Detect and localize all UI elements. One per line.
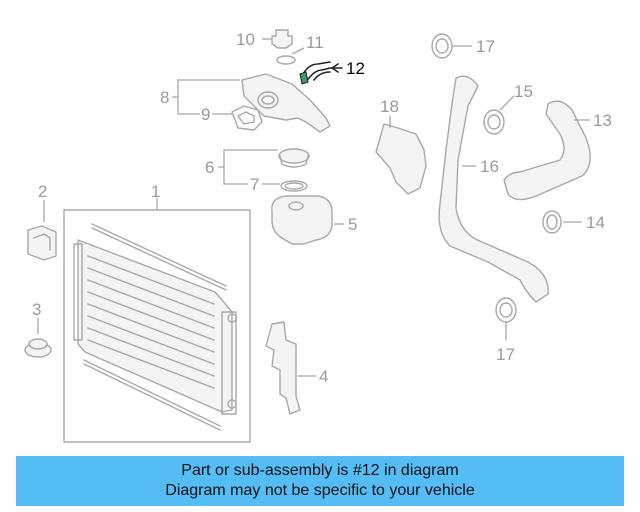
- shield-part-18: [375, 116, 427, 195]
- callout-10: 10: [236, 30, 255, 49]
- thermostat-housing-part-8: [241, 73, 331, 133]
- hose-part-13: [503, 100, 591, 201]
- callout-1: 1: [151, 182, 160, 201]
- hose-part-16: [438, 75, 549, 303]
- banner-line-disclaimer: Diagram may not be specific to your vehi…: [165, 482, 475, 499]
- callout-9: 9: [201, 105, 210, 124]
- parts-diagram: 1 2 3 4 5 6 7 8 9 10 11 12 13 14 15 16 1…: [24, 29, 612, 443]
- radiator-part: [63, 198, 251, 443]
- clamp-part-17-bottom: [495, 297, 517, 340]
- callout-17-top: 17: [476, 37, 495, 56]
- callout-6: 6: [205, 158, 214, 177]
- callout-13: 13: [593, 111, 612, 130]
- o-ring-part-11: [276, 47, 305, 65]
- gasket-part-9: [231, 105, 263, 131]
- callout-18: 18: [380, 97, 399, 116]
- callout-7: 7: [250, 175, 259, 194]
- clamp-part-14: [542, 210, 582, 234]
- cap-part-6: [278, 148, 310, 168]
- callout-17-bottom: 17: [496, 345, 515, 364]
- bracket-part-4: [265, 321, 316, 415]
- info-banner: Part or sub-assembly is #12 in diagram D…: [16, 456, 624, 506]
- callout-8: 8: [160, 88, 169, 107]
- coolant-pipe-part-12: [299, 61, 343, 85]
- callout-4: 4: [319, 367, 328, 386]
- sensor-part-10: [262, 29, 293, 49]
- mount-bracket-part-2: [27, 200, 57, 261]
- callout-15: 15: [514, 82, 533, 101]
- callout-2: 2: [38, 182, 47, 201]
- clamp-part-17-top: [431, 33, 472, 59]
- clamp-part-15: [483, 95, 515, 135]
- grommet-part-3: [24, 318, 52, 358]
- callout-16: 16: [480, 157, 499, 176]
- banner-line-part: Part or sub-assembly is #12 in diagram: [181, 462, 459, 479]
- callout-14: 14: [586, 213, 605, 232]
- expansion-tank-part-5: [271, 195, 344, 245]
- callout-11: 11: [306, 33, 324, 52]
- callout-3: 3: [32, 300, 41, 319]
- callout-12: 12: [346, 59, 365, 78]
- seal-part-7: [280, 180, 308, 192]
- callout-5: 5: [348, 215, 357, 234]
